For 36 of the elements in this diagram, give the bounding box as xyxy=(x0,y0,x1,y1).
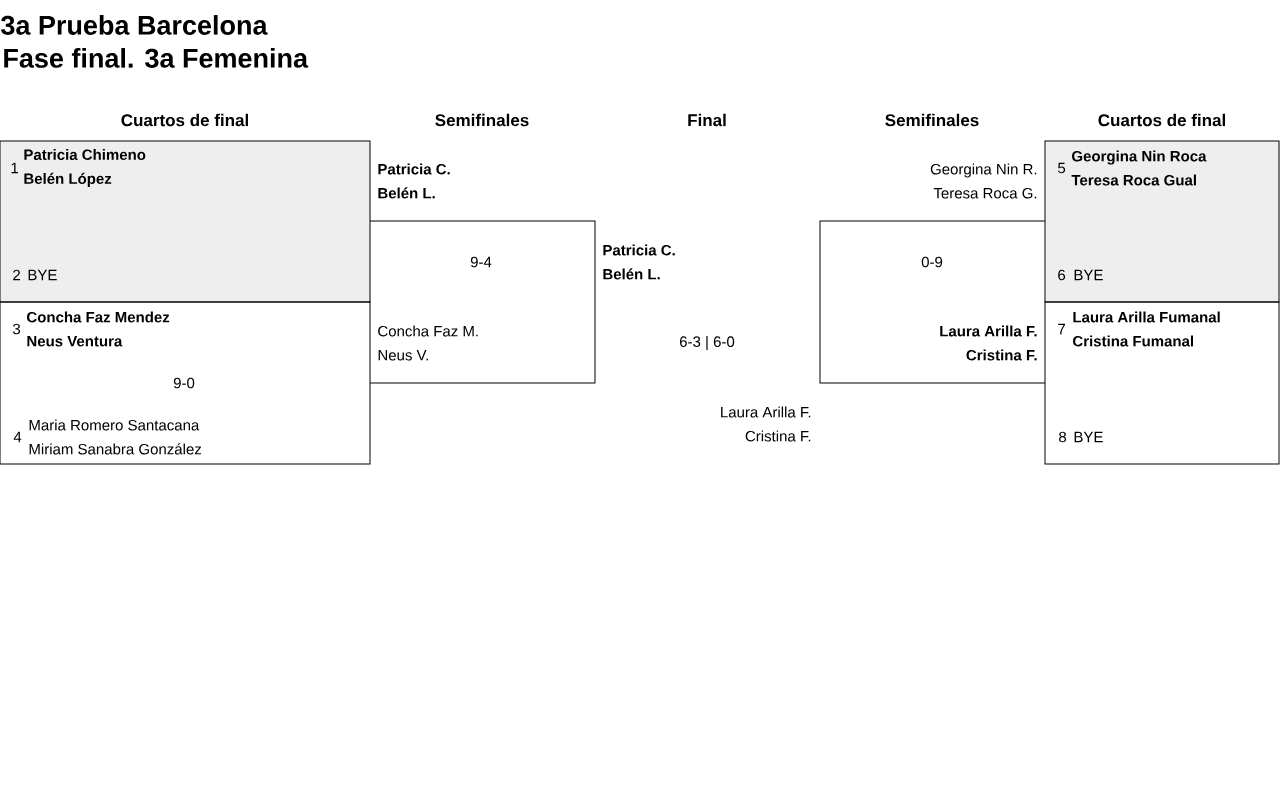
match-box xyxy=(369,163,596,384)
round-heading: Final xyxy=(688,113,726,127)
bye-entry: BYE xyxy=(1074,431,1103,443)
seed-number: 5 xyxy=(1058,162,1066,174)
team-names: Patricia C. Belén L. xyxy=(378,163,450,199)
team-names: Laura Arilla F. Cristina F. xyxy=(940,325,1037,361)
team-names: Laura Arilla Fumanal Cristina Fumanal xyxy=(1073,311,1220,347)
match-score: 6-3 | 6-0 xyxy=(679,336,735,350)
team-names: Concha Faz M. Neus V. xyxy=(378,325,478,361)
seed-number: 3 xyxy=(12,323,21,335)
seed-number: 6 xyxy=(1058,269,1066,281)
subtitle: Fase final. 3a Femenina xyxy=(4,48,309,68)
bye-entry: BYE xyxy=(1074,269,1103,281)
match-box xyxy=(819,163,1046,384)
match-box xyxy=(0,140,371,303)
title: 3a Prueba Barcelona xyxy=(1,15,268,35)
team-names: Patricia Chimeno Belén López xyxy=(24,149,146,187)
team-names: Laura Arilla F. Cristina F. xyxy=(721,406,811,442)
seed-number: 7 xyxy=(1058,323,1065,335)
match-score: 9-4 xyxy=(470,256,492,268)
seed-number: 1 xyxy=(11,162,19,174)
match-box xyxy=(1044,140,1280,303)
match-score: 9-0 xyxy=(173,377,195,389)
seed-number: 4 xyxy=(13,431,22,443)
match-box xyxy=(0,301,371,465)
team-names: Concha Faz Mendez Neus Ventura xyxy=(27,311,170,347)
seed-number: 8 xyxy=(1059,431,1067,443)
team-names: Georgina Nin R. Teresa Roca G. xyxy=(930,163,1037,199)
round-heading: Semifinales xyxy=(435,113,529,127)
round-heading: Semifinales xyxy=(885,113,979,127)
seed-number: 2 xyxy=(13,269,20,281)
match-score: 0-9 xyxy=(921,256,943,268)
bye-entry: BYE xyxy=(28,269,57,281)
team-names: Georgina Nin Roca Teresa Roca Gual xyxy=(1071,150,1207,186)
match-box xyxy=(1044,301,1280,465)
team-names: Maria Romero Santacana Miriam Sanabra González xyxy=(29,419,201,455)
